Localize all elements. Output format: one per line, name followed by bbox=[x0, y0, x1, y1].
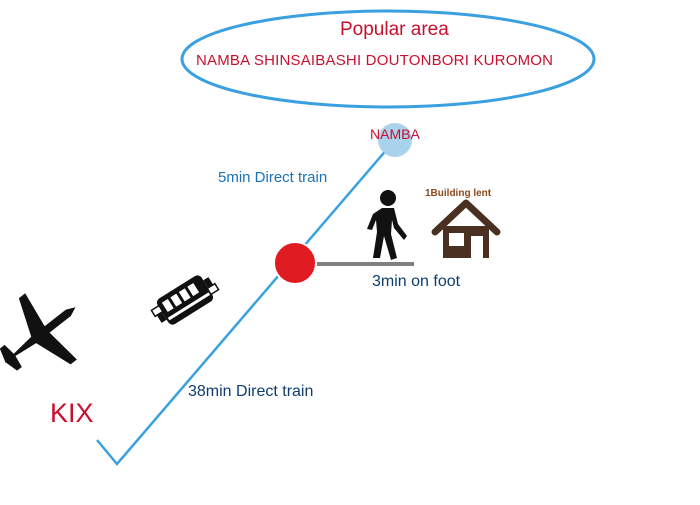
popular-area-list: NAMBA SHINSAIBASHI DOUTONBORI KUROMON bbox=[196, 52, 554, 69]
train-route-line bbox=[96, 140, 395, 466]
train-icon bbox=[150, 275, 220, 325]
transfer-station-dot bbox=[273, 241, 317, 285]
popular-area-title: Popular area bbox=[340, 19, 449, 40]
popular-area-ellipse bbox=[180, 9, 596, 109]
route-label-station-to-namba: 5min Direct train bbox=[218, 169, 328, 186]
route-label-walk: 3min on foot bbox=[372, 273, 461, 290]
route-label-kix-to-station: 38min Direct train bbox=[188, 383, 314, 400]
walking-person-icon bbox=[367, 190, 407, 260]
house-icon bbox=[431, 199, 501, 258]
kix-airport-label: KIX bbox=[50, 398, 94, 428]
building-label: 1Building lent bbox=[425, 188, 492, 199]
namba-station-label: NAMBA bbox=[370, 126, 420, 142]
airplane-icon bbox=[0, 293, 77, 371]
namba-station-dot bbox=[378, 123, 412, 157]
